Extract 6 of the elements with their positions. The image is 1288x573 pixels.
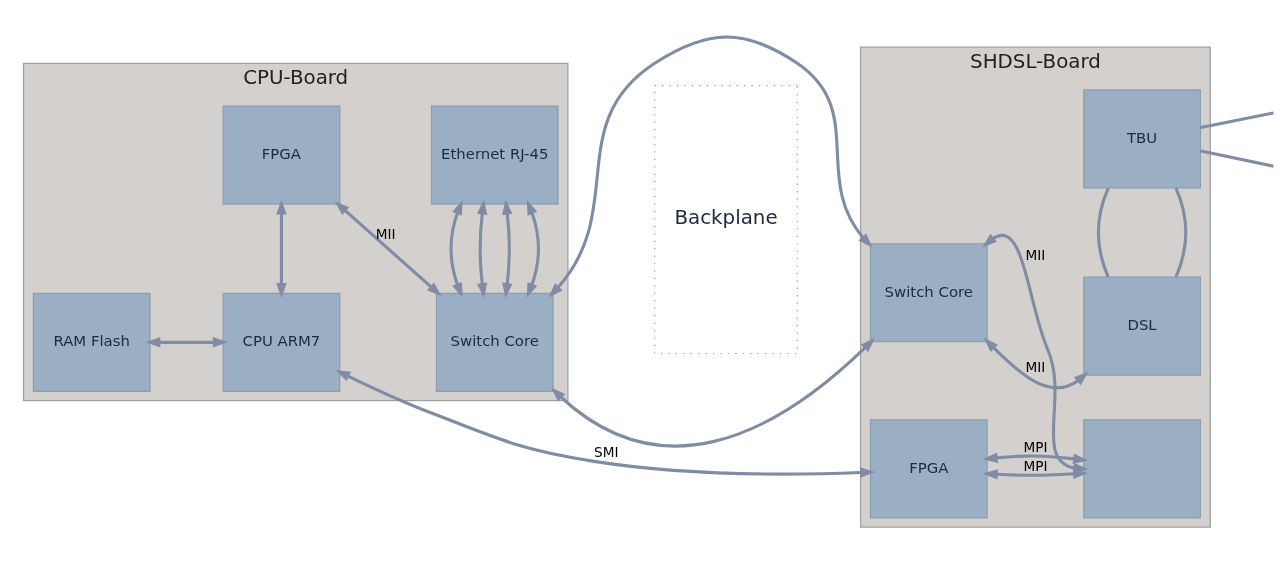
edge-label: SMI: [594, 443, 619, 460]
edge-label: MII: [375, 225, 396, 242]
edge-label: MPI: [1023, 457, 1048, 474]
edge-label: MPI: [1023, 438, 1048, 455]
edge-label: MII: [1025, 246, 1046, 263]
edge-label: MII: [1025, 358, 1046, 375]
